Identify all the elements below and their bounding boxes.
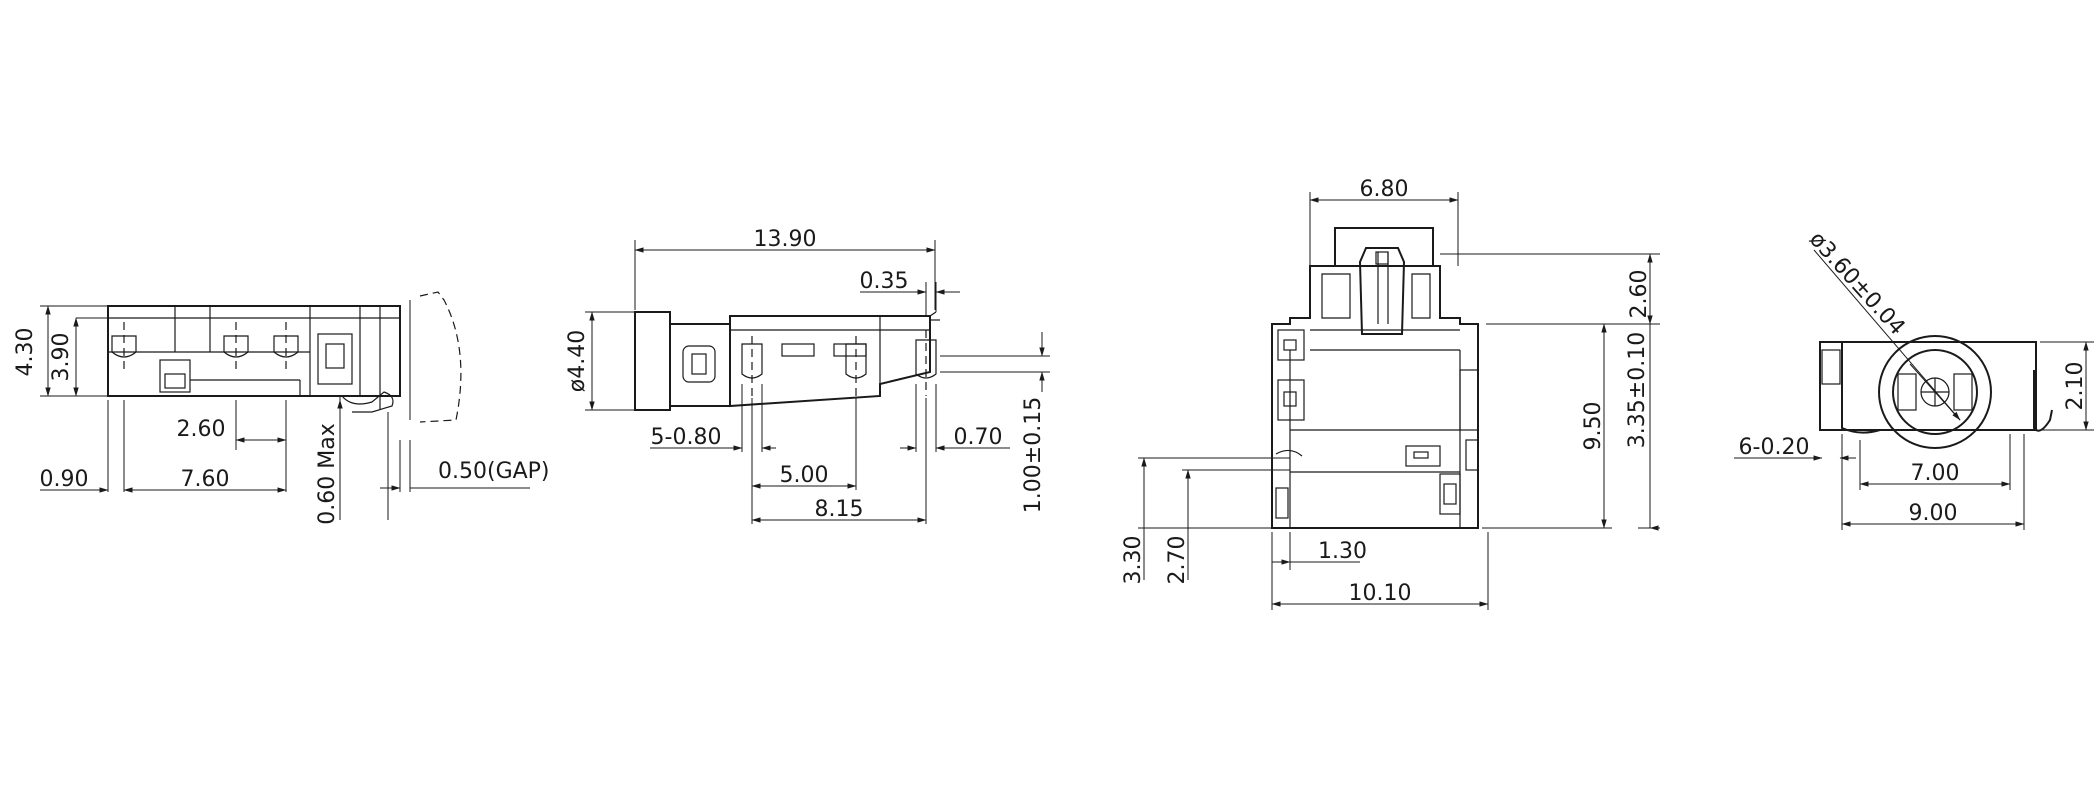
label-2-10: 2.10 — [2063, 362, 2088, 411]
end-view-outline — [1819, 335, 2053, 449]
side-view-labels: 4.30 3.90 2.60 7.60 0.90 0.60 Max 0.50(G… — [13, 328, 550, 525]
label-2-70: 2.70 — [1165, 536, 1190, 585]
side-view-outline — [107, 291, 462, 423]
label-13-90: 13.90 — [754, 227, 817, 252]
label-2-60: 2.60 — [177, 417, 226, 442]
label-3-90: 3.90 — [49, 333, 74, 382]
end-view: ø3.60±0.04 2.10 6-0.20 7.00 9.00 — [1734, 227, 2094, 530]
label-0-35: 0.35 — [860, 269, 909, 294]
front-view-outline — [1271, 227, 1479, 529]
label-6-0-20: 6-0.20 — [1739, 435, 1810, 460]
label-0-60-max: 0.60 Max — [315, 423, 340, 524]
label-0-70: 0.70 — [954, 425, 1003, 450]
label-7-60: 7.60 — [181, 467, 230, 492]
label-9-50: 9.50 — [1581, 402, 1606, 451]
side-view: 4.30 3.90 2.60 7.60 0.90 0.60 Max 0.50(G… — [13, 291, 550, 525]
label-9-00: 9.00 — [1909, 501, 1958, 526]
label-5-00: 5.00 — [780, 463, 829, 488]
front-view: 6.80 2.60 9.50 3.35±0.10 3.30 2.70 1.30 … — [1121, 177, 1660, 610]
label-7-00: 7.00 — [1911, 461, 1960, 486]
front-view-labels: 6.80 2.60 9.50 3.35±0.10 3.30 2.70 1.30 … — [1121, 177, 1652, 606]
top-view-outline — [634, 311, 940, 411]
label-0-90: 0.90 — [40, 467, 89, 492]
label-2-60: 2.60 — [1627, 270, 1652, 319]
label-0-50-gap: 0.50(GAP) — [438, 459, 550, 484]
label-5-0-80: 5-0.80 — [651, 425, 722, 450]
label-6-80: 6.80 — [1360, 177, 1409, 202]
side-view-dimensions — [40, 305, 530, 520]
top-view-labels: 13.90 0.35 ø4.40 5-0.80 5.00 8.15 0.70 1… — [565, 227, 1046, 522]
label-diameter-4-40: ø4.40 — [565, 330, 590, 392]
label-1-00-tol: 1.00±0.15 — [1021, 397, 1046, 513]
top-view-dimensions — [585, 240, 1050, 524]
label-3-35-tol: 3.35±0.10 — [1625, 332, 1650, 448]
end-view-dimensions — [1734, 249, 2094, 530]
label-3-30: 3.30 — [1121, 536, 1146, 585]
label-1-30: 1.30 — [1318, 539, 1367, 564]
label-4-30: 4.30 — [13, 328, 38, 377]
top-view: 13.90 0.35 ø4.40 5-0.80 5.00 8.15 0.70 1… — [565, 227, 1050, 524]
label-10-10: 10.10 — [1349, 581, 1412, 606]
label-8-15: 8.15 — [815, 497, 864, 522]
front-view-dimensions — [1138, 192, 1660, 610]
label-bore-3-60: ø3.60±0.04 — [1804, 227, 1909, 340]
